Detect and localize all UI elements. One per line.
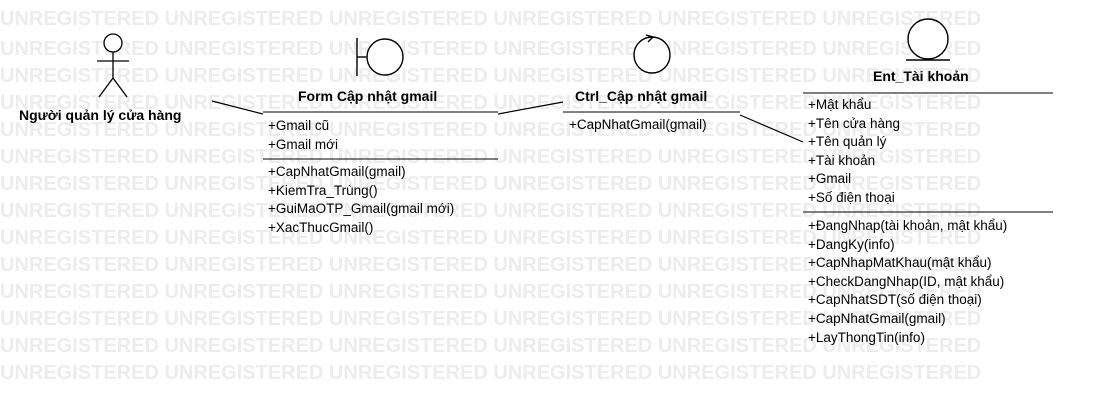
- boundary-operation: +XacThucGmail(): [268, 219, 374, 235]
- entity-operation: +LayThongTin(info): [808, 329, 925, 345]
- association-actor-boundary[interactable]: [211, 100, 264, 115]
- control-icon[interactable]: [633, 34, 671, 74]
- entity-attribute: +Tài khoản: [808, 152, 876, 168]
- boundary-operation: +KiemTra_Trùng(): [268, 182, 378, 198]
- entity-attribute: +Tên cửa hàng: [808, 115, 900, 131]
- entity-icon[interactable]: [906, 18, 950, 61]
- entity-attributes: +Mật khẩu +Tên cửa hàng +Tên quản lý +Tà…: [808, 96, 900, 208]
- actor-label: Người quản lý cửa hàng: [19, 107, 182, 123]
- entity-operation: +CapNhatGmail(gmail): [808, 310, 946, 326]
- entity-attribute: +Số điện thoại: [808, 189, 895, 205]
- actor-icon[interactable]: [97, 33, 129, 98]
- entity-operation: +ĐangNhap(tài khoản, mật khẩu): [808, 218, 1008, 233]
- entity-operation: +CapNhapMatKhau(mật khẩu): [808, 255, 992, 271]
- entity-operations: +ĐangNhap(tài khoản, mật khẩu) +DangKy(i…: [808, 217, 1007, 347]
- boundary-attributes: +Gmail cũ +Gmail mới: [268, 117, 338, 154]
- entity-operation: +DangKy(info): [808, 236, 895, 252]
- control-class-name: Ctrl_Cập nhật gmail: [575, 88, 708, 104]
- boundary-operation: +CapNhatGmail(gmail): [268, 164, 406, 179]
- control-operations: +CapNhatGmail(gmail): [569, 116, 707, 135]
- association-control-entity[interactable]: [739, 114, 804, 143]
- boundary-attribute: +Gmail mới: [268, 136, 338, 152]
- boundary-icon[interactable]: [356, 38, 404, 76]
- boundary-operation: +GuiMaOTP_Gmail(gmail mới): [268, 201, 455, 217]
- boundary-attribute: +Gmail cũ: [268, 118, 330, 133]
- association-boundary-control[interactable]: [497, 101, 564, 115]
- boundary-class-name: Form Cập nhật gmail: [298, 88, 438, 104]
- entity-attribute: +Tên quản lý: [808, 134, 887, 150]
- entity-attribute: +Gmail: [808, 171, 852, 187]
- entity-class-name: Ent_Tài khoản: [873, 68, 969, 84]
- entity-attribute: +Mật khẩu: [808, 97, 872, 112]
- entity-operation: +CheckDangNhap(ID, mật khẩu): [808, 273, 1005, 289]
- entity-operation: +CapNhatSDT(số điện thoại): [808, 292, 982, 308]
- control-operation: +CapNhatGmail(gmail): [569, 117, 707, 132]
- boundary-operations: +CapNhatGmail(gmail) +KiemTra_Trùng() +G…: [268, 163, 454, 237]
